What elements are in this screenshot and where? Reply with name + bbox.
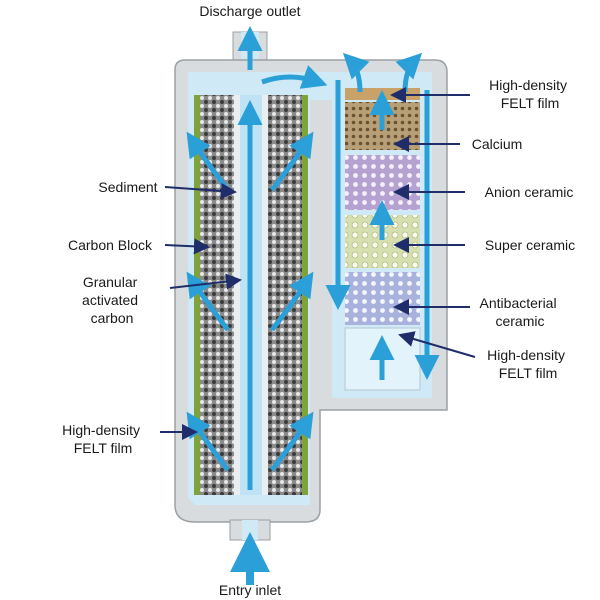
sediment-label: Sediment — [98, 179, 157, 195]
anion-ceramic-layer — [345, 155, 420, 210]
felt-film-left-label: High-density FELT film — [62, 422, 144, 456]
granular-carbon-label: Granular activated carbon — [82, 274, 142, 326]
felt-film-bottom-label: High-density FELT film — [487, 347, 569, 381]
flow-arrows — [186, 26, 440, 490]
entry-inlet-label: Entry inlet — [219, 582, 281, 598]
antibacterial-ceramic-label: Antibacterial ceramic — [480, 295, 561, 329]
felt-film-top-label: High-density FELT film — [489, 77, 571, 111]
anion-ceramic-label: Anion ceramic — [485, 184, 574, 200]
entry-inlet — [229, 519, 271, 541]
discharge-outlet-label: Discharge outlet — [199, 3, 300, 19]
carbon-block-label: Carbon Block — [68, 237, 153, 253]
calcium-label: Calcium — [472, 136, 523, 152]
felt-film-right — [302, 95, 308, 495]
leader-lines — [160, 87, 476, 440]
felt-film-left — [194, 95, 200, 495]
super-ceramic-label: Super ceramic — [485, 237, 575, 253]
antibacterial-ceramic-layer — [345, 272, 420, 325]
